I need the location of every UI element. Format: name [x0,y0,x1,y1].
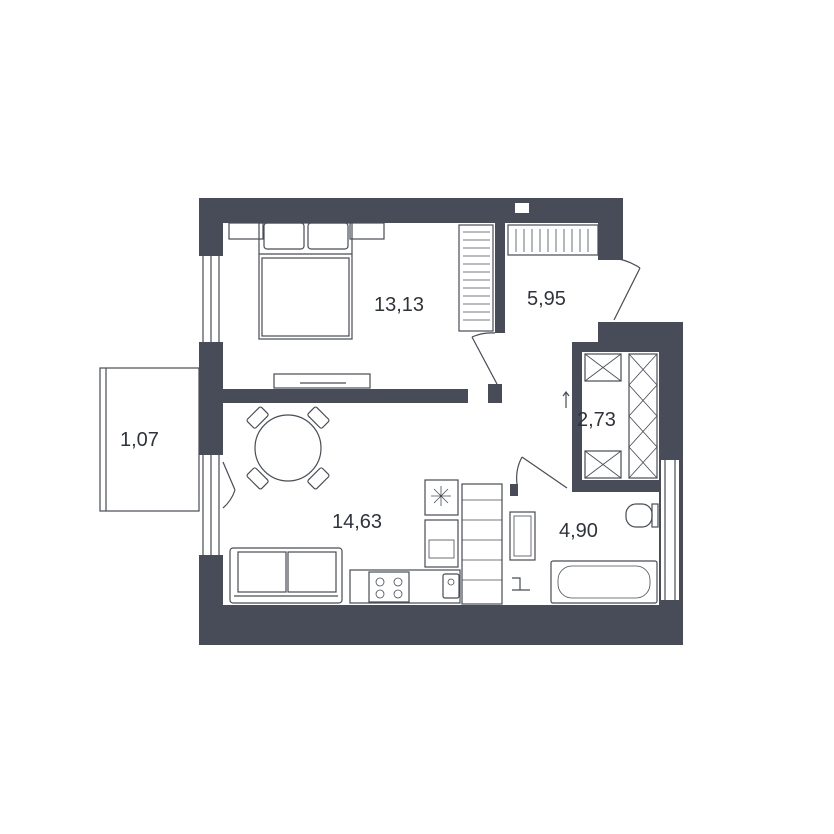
door-icon [222,461,236,509]
wardrobe-icon [458,224,494,332]
hall-area-label: 5,95 [527,288,566,310]
oven-icon [424,519,459,568]
closet-area-label: 2,73 [577,409,616,431]
shelving-icon [461,483,503,605]
shelving-icon [584,353,658,479]
wardrobe-icon [507,224,599,256]
stove-icon [368,571,410,603]
dining-table-icon [246,406,330,490]
living-kitchen-area-label: 14,63 [332,511,382,533]
closet: 2,73 [516,353,658,489]
kitchen-counter [349,569,461,604]
walls [199,198,683,645]
hall: 5,95 [507,224,641,321]
bathroom-area-label: 4,90 [559,520,598,542]
balcony-area-label: 1,07 [120,429,159,451]
washer-icon [512,577,530,591]
windows [199,256,679,600]
bedroom-area-label: 13,13 [374,294,424,316]
arrow-icon [562,391,570,408]
double-bed-icon [258,222,353,340]
dresser-icon [273,373,371,389]
sink-icon [509,511,536,561]
sink-icon [442,573,460,599]
toilet-icon [625,503,659,528]
living-kitchen: 14,63 [222,406,503,605]
balcony: 1,07 [99,367,200,512]
bedroom: 13,13 [228,222,498,389]
fridge-icon [424,479,459,516]
sofa-icon [229,547,343,604]
door-icon [471,332,498,385]
door-icon [516,456,568,489]
door-icon [611,257,641,321]
bathroom: 4,90 [509,503,659,604]
bathtub-icon [550,560,658,604]
